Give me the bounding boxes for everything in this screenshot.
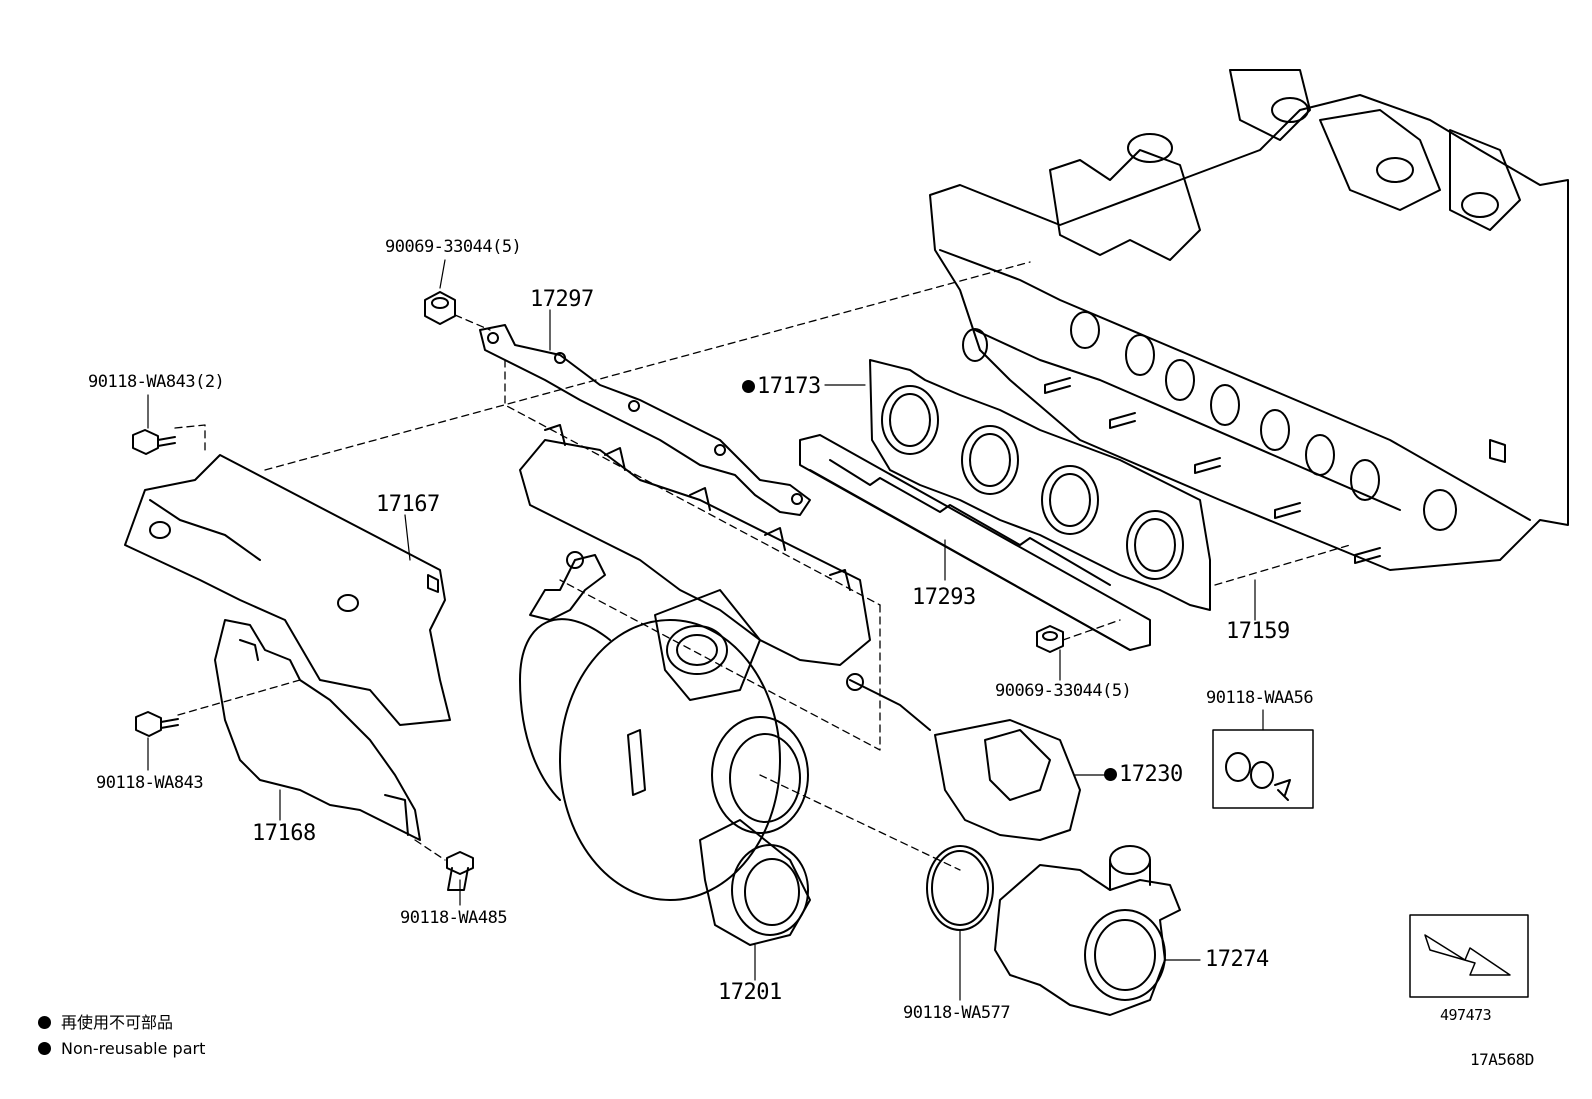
legend-row-en: Non-reusable part <box>38 1039 205 1059</box>
bolt-illustrations <box>132 291 1064 891</box>
heat-insulator-upper-illustration <box>124 454 451 726</box>
legend-bullet-icon <box>38 1042 51 1055</box>
part-label-17173-text: 17173 <box>757 374 821 399</box>
actuator-illustration <box>846 673 1081 841</box>
clip-kit-illustration <box>1225 752 1291 801</box>
part-label-90118-wa843-2: 90118-WA843(2) <box>88 372 225 392</box>
turbo-elbow-illustration <box>994 845 1181 1016</box>
part-label-90069-33044-top: 90069-33044(5) <box>385 237 522 257</box>
legend-en-text: Non-reusable part <box>61 1039 206 1058</box>
legend-bullet-icon <box>38 1016 51 1029</box>
non-reusable-mark-icon <box>742 380 755 393</box>
legend-jp-text: 再使用不可部品 <box>61 1013 174 1032</box>
part-label-90118-wa577: 90118-WA577 <box>903 1003 1011 1023</box>
part-label-17230-text: 17230 <box>1119 762 1183 787</box>
part-label-17297: 17297 <box>530 287 594 312</box>
non-reusable-mark-icon <box>1104 768 1117 781</box>
part-label-17293: 17293 <box>912 585 976 610</box>
part-label-17159: 17159 <box>1226 619 1290 644</box>
bracket-illustration <box>799 434 1151 651</box>
part-label-17173: 17173 <box>742 375 821 399</box>
manifold-gasket-illustration <box>869 359 1211 611</box>
part-label-17168: 17168 <box>252 821 316 846</box>
part-label-17230: 17230 <box>1104 763 1183 787</box>
leader-lines <box>147 259 1264 1001</box>
clip-kit-box <box>1212 729 1314 809</box>
part-label-90118-wa843: 90118-WA843 <box>96 773 204 793</box>
direction-arrow-icon <box>1424 934 1511 976</box>
part-label-90118-wa485: 90118-WA485 <box>400 908 508 928</box>
part-label-497473: 497473 <box>1440 1006 1492 1024</box>
alignment-lines <box>174 261 1351 871</box>
heat-shield-bracket-illustration <box>479 324 811 516</box>
part-label-90118-waa56: 90118-WAA56 <box>1206 688 1314 708</box>
legend-row-jp: 再使用不可部品 <box>38 1013 173 1033</box>
part-label-17167: 17167 <box>376 492 440 517</box>
cylinder-head-illustration <box>929 69 1569 571</box>
turbocharger-illustration <box>519 424 871 946</box>
heat-insulator-lower-illustration <box>214 619 421 841</box>
o-ring-inner <box>931 850 989 926</box>
part-label-90069-33044-bottom: 90069-33044(5) <box>995 681 1132 701</box>
illustration-code: 17A568D <box>1470 1050 1534 1069</box>
part-label-17201: 17201 <box>718 980 782 1005</box>
direction-box <box>1409 914 1529 998</box>
part-label-17274: 17274 <box>1205 947 1269 972</box>
